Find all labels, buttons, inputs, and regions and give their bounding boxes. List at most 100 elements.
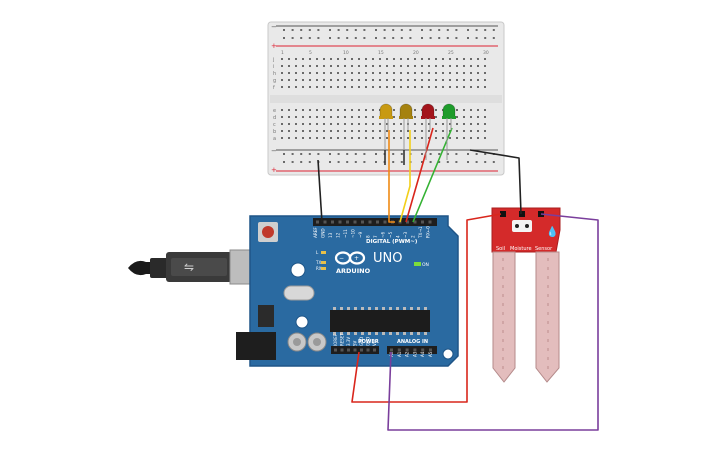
breadboard-hole[interactable] (435, 72, 437, 74)
breadboard-hole[interactable] (323, 123, 325, 125)
rail-hole[interactable] (375, 29, 377, 31)
breadboard-hole[interactable] (421, 65, 423, 67)
reset-button-cap[interactable] (262, 226, 274, 238)
breadboard-hole[interactable] (330, 79, 332, 81)
wire-red-power[interactable] (351, 213, 502, 403)
rail-hole[interactable] (300, 29, 303, 31)
breadboard-hole[interactable] (386, 58, 388, 60)
breadboard-hole[interactable] (344, 109, 346, 111)
breadboard-hole[interactable] (281, 58, 283, 60)
breadboard-hole[interactable] (309, 65, 311, 67)
rail-hole[interactable] (337, 161, 340, 163)
breadboard-hole[interactable] (379, 123, 381, 125)
breadboard-hole[interactable] (456, 86, 458, 88)
breadboard-hole[interactable] (316, 137, 318, 139)
rail-hole[interactable] (429, 153, 432, 155)
breadboard-hole[interactable] (435, 86, 437, 88)
rail-hole[interactable] (455, 37, 458, 39)
rail-hole[interactable] (446, 37, 449, 39)
breadboard-holes[interactable] (281, 29, 495, 163)
rail-hole[interactable] (492, 161, 495, 163)
breadboard-hole[interactable] (295, 130, 297, 132)
breadboard-hole[interactable] (400, 137, 402, 139)
breadboard-hole[interactable] (309, 130, 311, 132)
rail-hole[interactable] (363, 29, 366, 31)
breadboard-hole[interactable] (288, 79, 290, 81)
breadboard-hole[interactable] (463, 137, 465, 139)
breadboard-hole[interactable] (463, 86, 465, 88)
breadboard-hole[interactable] (281, 72, 283, 74)
rail-hole[interactable] (475, 37, 478, 39)
breadboard-hole[interactable] (470, 123, 472, 125)
breadboard-hole[interactable] (309, 109, 311, 111)
rail-hole[interactable] (383, 29, 386, 31)
breadboard-hole[interactable] (414, 79, 416, 81)
breadboard-hole[interactable] (477, 116, 479, 118)
breadboard-hole[interactable] (365, 109, 367, 111)
rail-hole[interactable] (317, 29, 320, 31)
sensor-pin[interactable] (500, 211, 506, 217)
breadboard-hole[interactable] (337, 65, 339, 67)
breadboard-hole[interactable] (288, 130, 290, 132)
breadboard-hole[interactable] (456, 109, 458, 111)
header-hole[interactable] (413, 348, 417, 352)
breadboard-hole[interactable] (351, 79, 353, 81)
breadboard-hole[interactable] (421, 86, 423, 88)
rail-hole[interactable] (383, 37, 386, 39)
breadboard-hole[interactable] (386, 130, 388, 132)
breadboard-hole[interactable] (435, 58, 437, 60)
breadboard-hole[interactable] (309, 86, 311, 88)
breadboard-hole[interactable] (414, 65, 416, 67)
breadboard-hole[interactable] (386, 123, 388, 125)
rail-hole[interactable] (354, 153, 357, 155)
rail-hole[interactable] (291, 37, 294, 39)
rail-hole[interactable] (438, 29, 441, 31)
breadboard-hole[interactable] (309, 58, 311, 60)
breadboard-hole[interactable] (351, 72, 353, 74)
header-hole[interactable] (353, 348, 357, 352)
header-hole[interactable] (376, 220, 379, 224)
breadboard-hole[interactable] (477, 72, 479, 74)
breadboard-hole[interactable] (421, 79, 423, 81)
breadboard-hole[interactable] (337, 109, 339, 111)
rail-hole[interactable] (300, 153, 303, 155)
breadboard-hole[interactable] (330, 116, 332, 118)
rail-hole[interactable] (467, 161, 469, 163)
breadboard-hole[interactable] (302, 116, 304, 118)
rail-hole[interactable] (375, 153, 377, 155)
breadboard-hole[interactable] (330, 72, 332, 74)
breadboard-hole[interactable] (442, 72, 444, 74)
breadboard-hole[interactable] (463, 58, 465, 60)
header-hole[interactable] (340, 348, 344, 352)
rail-hole[interactable] (392, 37, 395, 39)
breadboard-hole[interactable] (456, 137, 458, 139)
breadboard-hole[interactable] (372, 58, 374, 60)
rail-hole[interactable] (354, 161, 357, 163)
breadboard-hole[interactable] (365, 130, 367, 132)
breadboard-hole[interactable] (288, 123, 290, 125)
breadboard-hole[interactable] (330, 86, 332, 88)
breadboard-hole[interactable] (449, 137, 451, 139)
breadboard-hole[interactable] (281, 65, 283, 67)
breadboard-hole[interactable] (407, 58, 409, 60)
breadboard-hole[interactable] (435, 116, 437, 118)
breadboard-hole[interactable] (421, 130, 423, 132)
breadboard-hole[interactable] (316, 72, 318, 74)
breadboard-hole[interactable] (428, 72, 430, 74)
rail-hole[interactable] (346, 37, 349, 39)
breadboard-hole[interactable] (484, 58, 486, 60)
power-jack[interactable] (236, 332, 276, 360)
rail-hole[interactable] (421, 161, 423, 163)
breadboard-hole[interactable] (449, 123, 451, 125)
breadboard-hole[interactable] (365, 116, 367, 118)
header-hole[interactable] (421, 220, 424, 224)
breadboard-hole[interactable] (281, 79, 283, 81)
rail-hole[interactable] (392, 153, 395, 155)
breadboard-hole[interactable] (428, 123, 430, 125)
breadboard-hole[interactable] (344, 65, 346, 67)
rail-hole[interactable] (455, 153, 458, 155)
rail-hole[interactable] (329, 153, 331, 155)
breadboard-hole[interactable] (400, 79, 402, 81)
breadboard-hole[interactable] (463, 123, 465, 125)
